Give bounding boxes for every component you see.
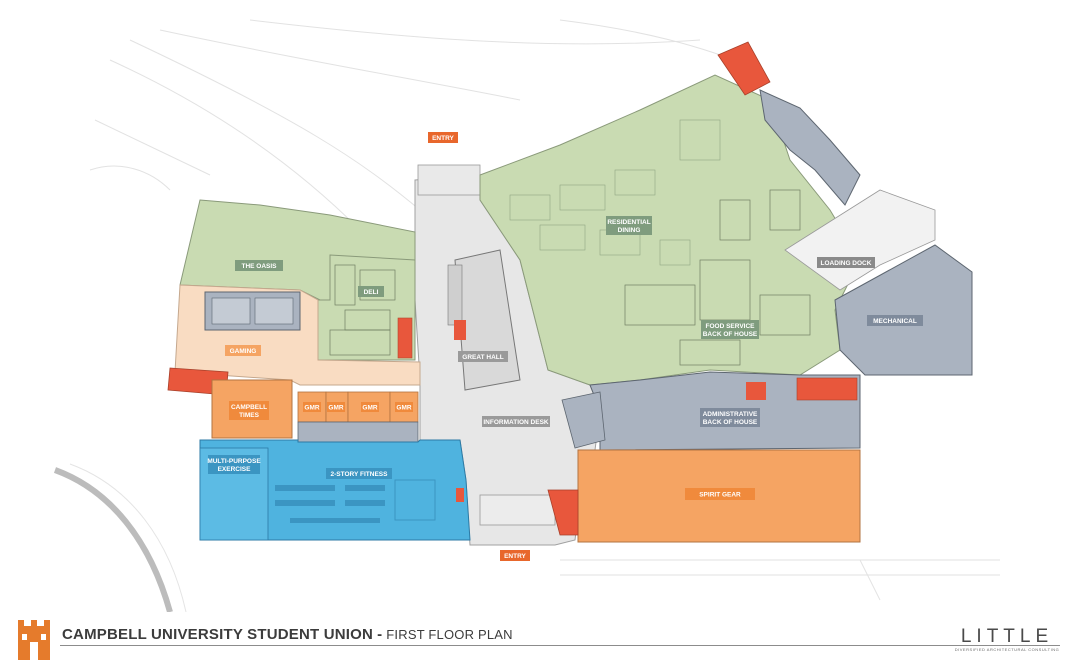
mechanical-zone (834, 244, 973, 376)
svg-text:SPIRIT GEAR: SPIRIT GEAR (699, 492, 741, 499)
label-mechanical: MECHANICAL (867, 315, 923, 326)
great-hall-stair (447, 264, 463, 326)
plan-subtitle: FIRST FLOOR PLAN (386, 627, 513, 642)
site-context-lines (89, 19, 1000, 601)
svg-text:DINING: DINING (618, 227, 641, 234)
east-red-core (717, 41, 771, 96)
fitness-red-accent (456, 488, 464, 502)
svg-text:BACK OF HOUSE: BACK OF HOUSE (703, 419, 758, 426)
svg-text:EXERCISE: EXERCISE (218, 466, 252, 473)
label-spirit-gear: SPIRIT GEAR (685, 488, 755, 500)
entry-bottom-label: ENTRY (504, 553, 526, 560)
svg-text:DELI: DELI (364, 289, 379, 296)
architect-tagline: DIVERSIFIED ARCHITECTURAL CONSULTING (954, 647, 1060, 652)
label-gaming: GAMING (225, 345, 261, 356)
great-hall-stair-red (454, 320, 466, 340)
svg-text:TIMES: TIMES (239, 412, 260, 419)
fitness-equipment (275, 479, 436, 523)
svg-text:GAMING: GAMING (230, 348, 257, 355)
label-residential-dining: RESIDENTIAL DINING (606, 216, 652, 235)
plan-title: CAMPBELL UNIVERSITY STUDENT UNION-FIRST … (62, 626, 513, 643)
label-gmr-3: GMR (361, 402, 379, 412)
svg-text:2-STORY FITNESS: 2-STORY FITNESS (331, 471, 389, 478)
architect-name: LITTLE (960, 626, 1054, 647)
title-separator: - (377, 626, 383, 643)
label-information-desk: INFORMATION DESK (482, 416, 550, 427)
label-great-hall: GREAT HALL (458, 351, 508, 362)
spirit-gear-red-stair (547, 489, 579, 536)
floor-plan-diagram: ENTRY ENTRY THE OASIS DELI GAMING CAMPBE… (53, 19, 1000, 612)
campbell-castle-logo-icon (18, 620, 50, 660)
label-campbell-times: CAMPBELL TIMES (229, 401, 269, 420)
entry-vestibule-top (417, 164, 481, 196)
svg-text:THE OASIS: THE OASIS (241, 263, 277, 270)
svg-text:MULTI-PURPOSE: MULTI-PURPOSE (207, 458, 261, 465)
dining-seating (509, 119, 721, 266)
label-gmr-4: GMR (395, 402, 413, 412)
svg-text:CAMPBELL: CAMPBELL (231, 404, 267, 411)
information-desk (561, 391, 606, 449)
label-the-oasis: THE OASIS (235, 260, 283, 271)
svg-text:MECHANICAL: MECHANICAL (873, 318, 917, 325)
svg-text:BACK OF HOUSE: BACK OF HOUSE (703, 331, 758, 338)
label-loading-dock: LOADING DOCK (817, 257, 875, 268)
label-deli: DELI (358, 286, 384, 297)
east-support-rooms (759, 89, 861, 206)
fitness-support-core (297, 421, 419, 443)
entry-top-label: ENTRY (432, 135, 454, 142)
svg-text:GMR: GMR (304, 405, 319, 412)
svg-text:FOOD SERVICE: FOOD SERVICE (705, 323, 755, 330)
deli-red-core (397, 317, 413, 359)
svg-text:RESIDENTIAL: RESIDENTIAL (607, 219, 650, 226)
label-2-story-fitness: 2-STORY FITNESS (326, 468, 392, 479)
label-administrative: ADMINISTRATIVE BACK OF HOUSE (700, 408, 760, 427)
label-food-service: FOOD SERVICE BACK OF HOUSE (701, 320, 759, 339)
admin-red-stair (796, 377, 858, 401)
deli-kitchen-details (329, 264, 396, 356)
label-gmr-2: GMR (327, 402, 345, 412)
footer-rule (60, 645, 1060, 646)
site-road-curve (53, 467, 173, 612)
architect-logo: LITTLE DIVERSIFIED ARCHITECTURAL CONSULT… (952, 626, 1062, 652)
footer: CAMPBELL UNIVERSITY STUDENT UNION-FIRST … (0, 612, 1080, 669)
entry-tag-bottom: ENTRY (500, 550, 530, 561)
entry-vestibule-bottom (479, 494, 556, 526)
label-multi-purpose: MULTI-PURPOSE EXERCISE (207, 455, 261, 474)
svg-text:GMR: GMR (396, 405, 411, 412)
svg-text:GMR: GMR (362, 405, 377, 412)
label-gmr-1: GMR (303, 402, 321, 412)
svg-text:LOADING DOCK: LOADING DOCK (821, 260, 872, 267)
svg-text:GMR: GMR (328, 405, 343, 412)
svg-text:GREAT HALL: GREAT HALL (462, 354, 503, 361)
admin-red-core (746, 382, 766, 400)
svg-text:INFORMATION DESK: INFORMATION DESK (483, 419, 549, 426)
entry-tag-top: ENTRY (428, 132, 458, 143)
svg-text:ADMINISTRATIVE: ADMINISTRATIVE (703, 411, 758, 418)
plan-title-main: CAMPBELL UNIVERSITY STUDENT UNION (62, 626, 374, 643)
